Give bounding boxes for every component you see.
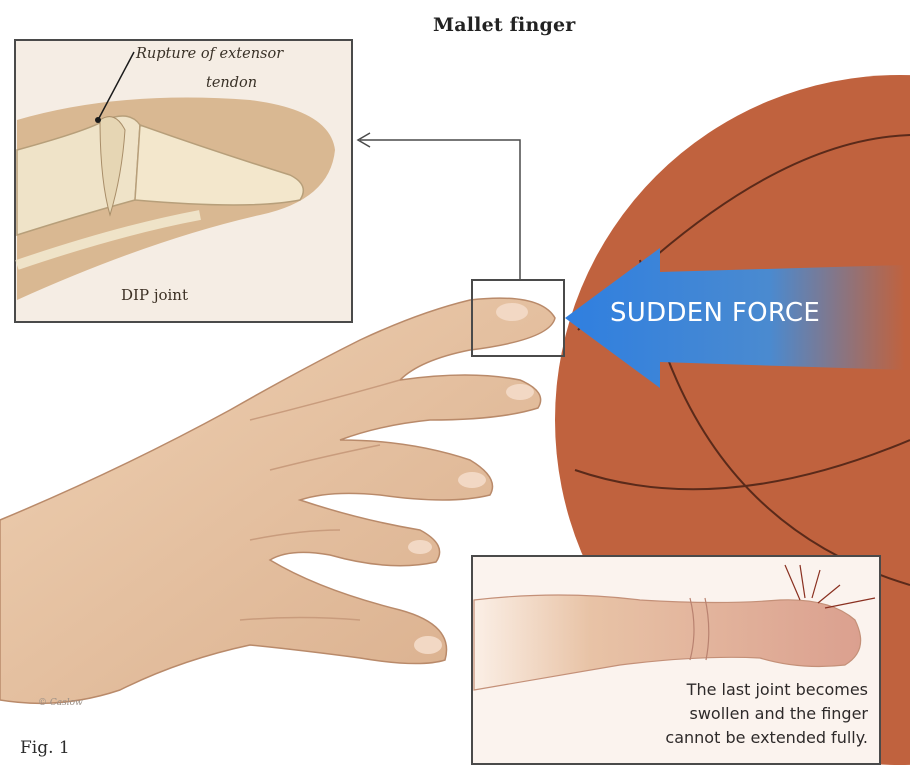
inset-top: [15, 40, 352, 322]
fingernail: [458, 472, 486, 488]
rupture-label-line2: tendon: [206, 75, 257, 91]
fingernail: [414, 636, 442, 654]
sudden-force-label: SUDDEN FORCE: [610, 298, 820, 328]
fingernail: [408, 540, 432, 554]
figure-label: Fig. 1: [20, 738, 70, 758]
caption-line3: cannot be extended fully.: [628, 728, 868, 747]
caption-line2: swollen and the finger: [628, 704, 868, 723]
diagram-title: Mallet finger: [433, 14, 575, 36]
fingernail: [496, 303, 528, 321]
connector: [358, 133, 520, 280]
rupture-label-line1: Rupture of extensor: [136, 46, 283, 62]
pointer-dot: [95, 117, 101, 123]
fingernail: [506, 384, 534, 400]
artist-signature: © Caslow: [38, 698, 83, 708]
dip-joint-label: DIP joint: [121, 286, 188, 304]
caption-line1: The last joint becomes: [628, 680, 868, 699]
